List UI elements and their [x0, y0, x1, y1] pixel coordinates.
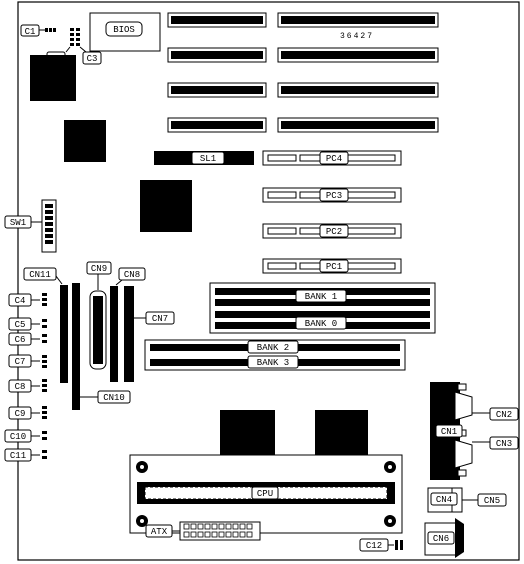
c8-jumper: C8 — [8, 379, 47, 393]
cn1-label: CN1 — [441, 427, 457, 437]
c9-label: C9 — [15, 409, 26, 419]
c11-label: C11 — [10, 451, 26, 461]
c12-jumper: C12 — [359, 538, 403, 552]
sl1-label: SL1 — [200, 154, 216, 164]
pc2-label: PC2 — [326, 227, 342, 237]
cn8-header: CN8 — [110, 267, 146, 382]
c11-jumper: C11 — [4, 448, 47, 462]
c4-jumper: C4 — [8, 293, 47, 307]
cn10-header: CN10 — [72, 283, 131, 410]
cn9-label: CN9 — [91, 264, 107, 274]
atx-power-connector: ATX — [145, 521, 261, 541]
cn7-header: CN7 — [124, 286, 175, 382]
simm-banks-2-3: BANK 2 BANK 3 — [144, 339, 406, 371]
pci-slot-pc3: PC3 — [262, 187, 402, 203]
sw1-switch: SW1 — [4, 199, 57, 253]
c10-jumper: C10 — [4, 429, 47, 443]
cn11-label: CN11 — [29, 270, 51, 280]
bios-label: BIOS — [113, 25, 135, 35]
c6-label: C6 — [15, 335, 26, 345]
cpu-socket: CPU — [129, 454, 403, 534]
simm-banks-0-1: BANK 1 BANK 0 — [209, 282, 436, 334]
cn11-header: CN11 — [23, 267, 68, 383]
c9-jumper: C9 — [8, 406, 47, 420]
cn5-label: CN5 — [484, 496, 500, 506]
sl1-slot: SL1 — [154, 151, 254, 165]
c10-label: C10 — [10, 432, 26, 442]
c5-label: C5 — [15, 320, 26, 330]
bios-chip: BIOS — [89, 12, 161, 52]
chip-1 — [30, 55, 76, 101]
cn4-label: CN4 — [436, 495, 452, 505]
chip-5 — [315, 410, 368, 463]
bank3-label: BANK 3 — [257, 358, 289, 368]
c4-label: C4 — [15, 296, 26, 306]
c5-jumper: C5 — [8, 317, 47, 331]
c7-jumper: C7 — [8, 354, 47, 368]
cn8-label: CN8 — [124, 270, 140, 280]
pc3-label: PC3 — [326, 191, 342, 201]
pc1-label: PC1 — [326, 262, 342, 272]
pc4-label: PC4 — [326, 154, 342, 164]
pci-slot-pc1: PC1 — [262, 258, 402, 274]
cn6-port: CN6 — [424, 518, 464, 558]
c1-jumper: C1 — [20, 24, 56, 37]
cn6-label: CN6 — [433, 534, 449, 544]
chip-3 — [140, 180, 192, 232]
c12-label: C12 — [366, 541, 382, 551]
bank2-label: BANK 2 — [257, 343, 289, 353]
cn7-label: CN7 — [152, 314, 168, 324]
c8-label: C8 — [15, 382, 26, 392]
sw1-label: SW1 — [10, 218, 26, 228]
pci-slot-pc4: PC4 — [262, 150, 402, 166]
cpu-label: CPU — [257, 489, 273, 499]
cn10-label: CN10 — [103, 393, 125, 403]
bank1-label: BANK 1 — [305, 292, 337, 302]
c6-jumper: C6 — [8, 332, 47, 346]
atx-label: ATX — [151, 527, 168, 537]
isa-slots — [167, 12, 439, 133]
chip-2 — [64, 120, 106, 162]
pci-slot-pc2: PC2 — [262, 223, 402, 239]
cn2-label: CN2 — [496, 410, 512, 420]
part-number: 36427 — [340, 32, 374, 41]
c3-label: C3 — [87, 54, 98, 64]
cn9-connector: CN9 — [86, 261, 112, 370]
c1-label: C1 — [25, 27, 36, 37]
bank0-label: BANK 0 — [305, 319, 337, 329]
cn1-cn2-cn3-ports: CN1 CN2 CN3 — [430, 382, 519, 480]
cn4-cn5-ports: CN4 CN5 — [427, 487, 507, 513]
cn3-label: CN3 — [496, 439, 512, 449]
c7-label: C7 — [15, 357, 26, 367]
